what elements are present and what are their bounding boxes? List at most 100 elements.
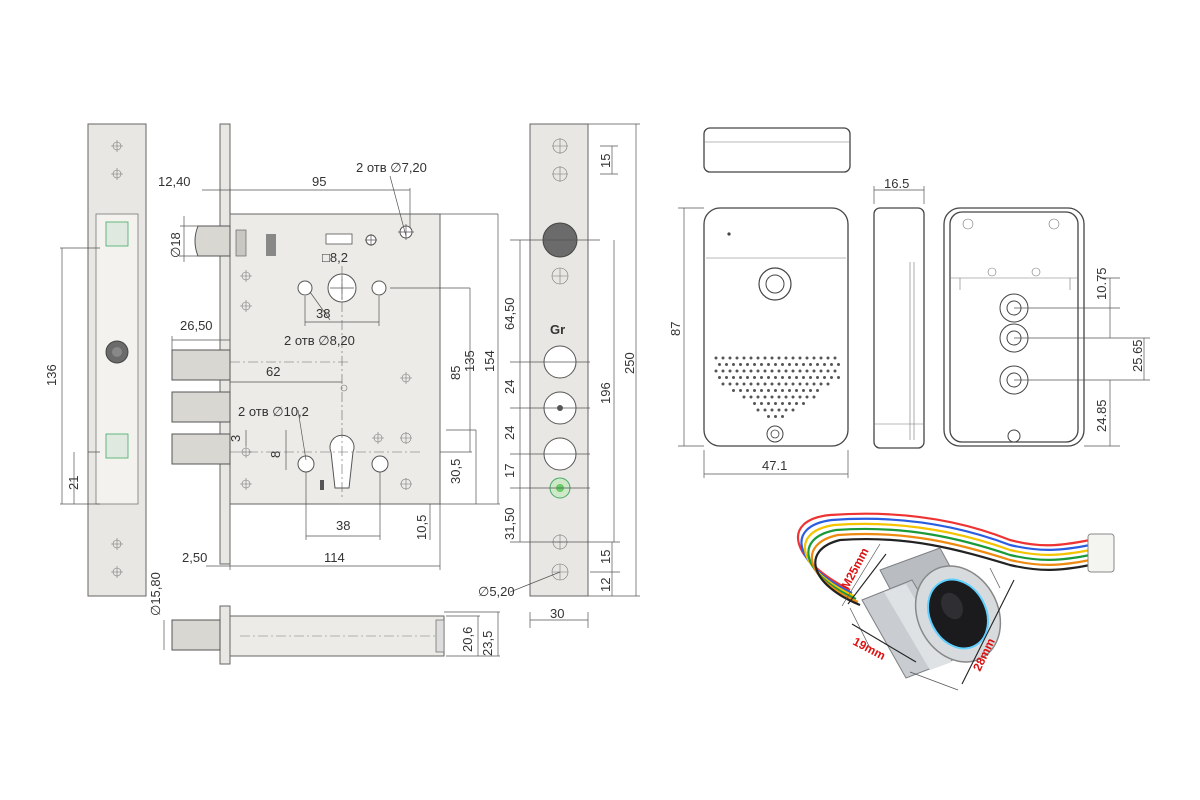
grille-dot: [721, 369, 725, 373]
grille-dot: [795, 376, 798, 379]
grille-dot: [798, 382, 802, 386]
dim-64-50: 64,50: [502, 297, 517, 330]
grille-dot: [837, 376, 840, 379]
grille-dot: [777, 369, 781, 373]
grille-dot: [739, 389, 742, 392]
grille-dot: [823, 363, 826, 366]
grille-dot: [798, 395, 802, 399]
grille-dot: [805, 369, 809, 373]
grille-dot: [756, 356, 760, 360]
dim-250: 250: [622, 352, 637, 374]
grille-dot: [763, 356, 767, 360]
grille-dot: [767, 363, 770, 366]
grille-dot: [791, 382, 795, 386]
grille-dot: [774, 389, 777, 392]
dim-196: 196: [598, 382, 613, 404]
grille-dot: [735, 369, 739, 373]
reader-side-view: 16.5: [873, 176, 925, 449]
grille-dot: [718, 363, 721, 366]
grille-dot: [788, 389, 791, 392]
grille-dot: [791, 408, 795, 412]
grille-dot: [812, 395, 816, 399]
dim-24-a: 24: [502, 380, 517, 394]
grille-dot: [767, 402, 770, 405]
dim-31-50: 31,50: [502, 507, 517, 540]
grille-dot: [725, 376, 728, 379]
dim-dia-15-80: ∅15,80: [148, 572, 163, 616]
grille-dot: [816, 376, 819, 379]
dim-holes-7-20: 2 отв ∅7,20: [356, 160, 427, 175]
grille-dot: [802, 376, 805, 379]
grille-dot: [742, 395, 746, 399]
reader-back-view: 10.75 25.65 24.85: [943, 207, 1150, 447]
grille-dot: [833, 369, 837, 373]
grille-dot: [760, 389, 763, 392]
grille-dot: [774, 376, 777, 379]
dim-87: 87: [668, 322, 683, 336]
grille-dot: [746, 389, 749, 392]
grille-dot: [805, 382, 809, 386]
grille-dot: [763, 382, 767, 386]
grille-dot: [791, 395, 795, 399]
grille-dot: [770, 382, 774, 386]
grille-dot: [809, 376, 812, 379]
dim-154: 154: [482, 350, 497, 372]
grille-dot: [774, 402, 777, 405]
dim-47-1: 47.1: [762, 458, 787, 473]
dim-21: 21: [66, 476, 81, 490]
grille-dot: [760, 376, 763, 379]
grille-dot: [714, 369, 718, 373]
grille-dot: [784, 408, 788, 412]
lock-body-view: 12,40 95 2 отв ∅7,20 ∅18 □8,2 38 2 отв ∅…: [158, 123, 500, 570]
dim-19mm: 19mm: [851, 634, 888, 663]
grille-dot: [749, 395, 753, 399]
dim-135: 135: [462, 350, 477, 372]
grille-dot: [763, 395, 767, 399]
grille-dot: [753, 363, 756, 366]
grille-dot: [791, 369, 795, 373]
grille-dot: [781, 389, 784, 392]
grille-dot: [788, 402, 791, 405]
dim-10-75: 10.75: [1094, 267, 1109, 300]
grille-dot: [767, 415, 770, 418]
grille-dot: [770, 408, 774, 412]
grille-dot: [756, 369, 760, 373]
grille-dot: [760, 402, 763, 405]
dim-62: 62: [266, 364, 280, 379]
grille-dot: [763, 369, 767, 373]
grille-dot: [742, 369, 746, 373]
grille-dot: [770, 356, 774, 360]
dim-20-6: 20,6: [460, 627, 475, 652]
grille-dot: [777, 356, 781, 360]
grille-dot: [756, 408, 760, 412]
grille-dot: [753, 389, 756, 392]
grille-dot: [805, 395, 809, 399]
grille-dot: [774, 415, 777, 418]
dim-24-b: 24: [502, 426, 517, 440]
grille-dot: [777, 382, 781, 386]
grille-dot: [770, 395, 774, 399]
grille-dot: [781, 402, 784, 405]
dim-12-40: 12,40: [158, 174, 191, 189]
grille-dot: [756, 395, 760, 399]
grille-dot: [837, 363, 840, 366]
strike-logo: Gr: [550, 322, 565, 337]
grille-dot: [816, 389, 819, 392]
grille-dot: [795, 402, 798, 405]
grille-dot: [735, 356, 739, 360]
grille-dot: [791, 356, 795, 360]
grille-dot: [830, 363, 833, 366]
grille-dot: [714, 356, 718, 360]
dim-holes-10-2: 2 отв ∅10,2: [238, 404, 309, 419]
dim-136: 136: [44, 364, 59, 386]
grille-dot: [749, 356, 753, 360]
grille-dot: [721, 356, 725, 360]
grille-dot: [816, 363, 819, 366]
dim-23-5: 23,5: [480, 631, 495, 656]
grille-dot: [721, 382, 725, 386]
sensor-cable: [797, 512, 1091, 607]
grille-dot: [819, 356, 823, 360]
grille-dot: [732, 376, 735, 379]
grille-dot: [798, 356, 802, 360]
dim-85: 85: [448, 366, 463, 380]
